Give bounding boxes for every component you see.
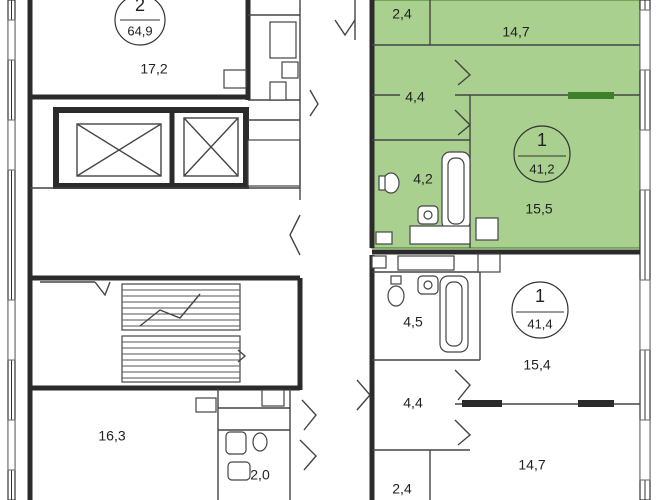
room-area: 15,4 <box>523 357 550 373</box>
apartment-rooms: 1 <box>535 286 545 306</box>
room-area: 16,3 <box>98 428 125 444</box>
room-area: 4,5 <box>403 314 423 330</box>
apartment-rooms: 1 <box>537 130 547 150</box>
door-swings <box>94 19 472 471</box>
room-labels: 17,2 2,4 14,7 4,4 4,2 15,5 4,5 15,4 4,4 … <box>98 6 552 497</box>
room-area: 2,4 <box>392 481 412 497</box>
room-area: 2,0 <box>250 467 270 483</box>
apartment-badge-1[interactable]: 2 64,9 <box>114 0 166 46</box>
interior-walls <box>27 0 640 500</box>
room-area: 4,4 <box>405 89 425 105</box>
apartment-rooms: 2 <box>135 0 145 15</box>
room-area: 2,4 <box>392 6 412 22</box>
room-area: 15,5 <box>525 201 552 217</box>
apartment-badge-3[interactable]: 1 41,4 <box>511 281 569 339</box>
apartment-area: 64,9 <box>127 23 152 38</box>
room-area: 4,4 <box>403 395 423 411</box>
apartment-area: 41,4 <box>527 316 552 331</box>
room-area: 17,2 <box>140 61 167 77</box>
room-area: 14,7 <box>518 457 545 473</box>
apartment-badge-2[interactable]: 1 41,2 <box>513 125 571 183</box>
room-area: 14,7 <box>502 24 529 40</box>
room-area: 4,2 <box>413 171 433 187</box>
apartment-area: 41,2 <box>529 161 554 176</box>
sanitary-fixtures <box>195 21 501 481</box>
facade-walls <box>7 0 651 500</box>
